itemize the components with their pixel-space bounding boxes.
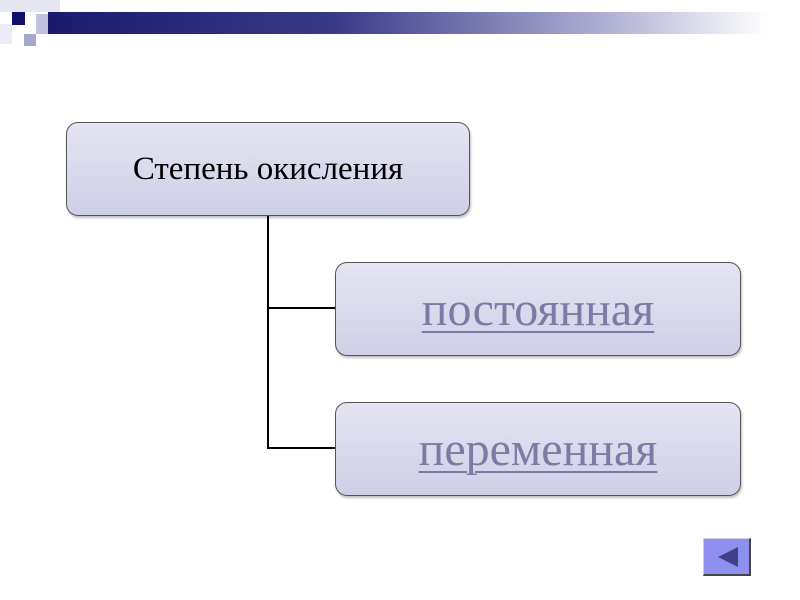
root-node-label: Степень окисления [132, 150, 404, 187]
triangle-left-icon [718, 547, 738, 567]
title-bar-decoration [48, 12, 768, 34]
root-node: Степень окисления [66, 122, 470, 216]
decor-square-light-1 [0, 0, 60, 12]
decor-square-light-3 [24, 34, 36, 46]
decor-square-light-4 [0, 24, 12, 44]
variable-link[interactable]: переменная [418, 422, 658, 476]
back-button[interactable] [703, 538, 751, 576]
connector-vertical [267, 214, 269, 449]
constant-link[interactable]: постоянная [421, 282, 655, 336]
connector-to-constant [267, 307, 335, 309]
connector-to-variable [267, 447, 335, 449]
child-node-variable[interactable]: переменная [335, 402, 741, 496]
child-node-constant[interactable]: постоянная [335, 262, 741, 356]
decor-square-dark [12, 12, 25, 25]
